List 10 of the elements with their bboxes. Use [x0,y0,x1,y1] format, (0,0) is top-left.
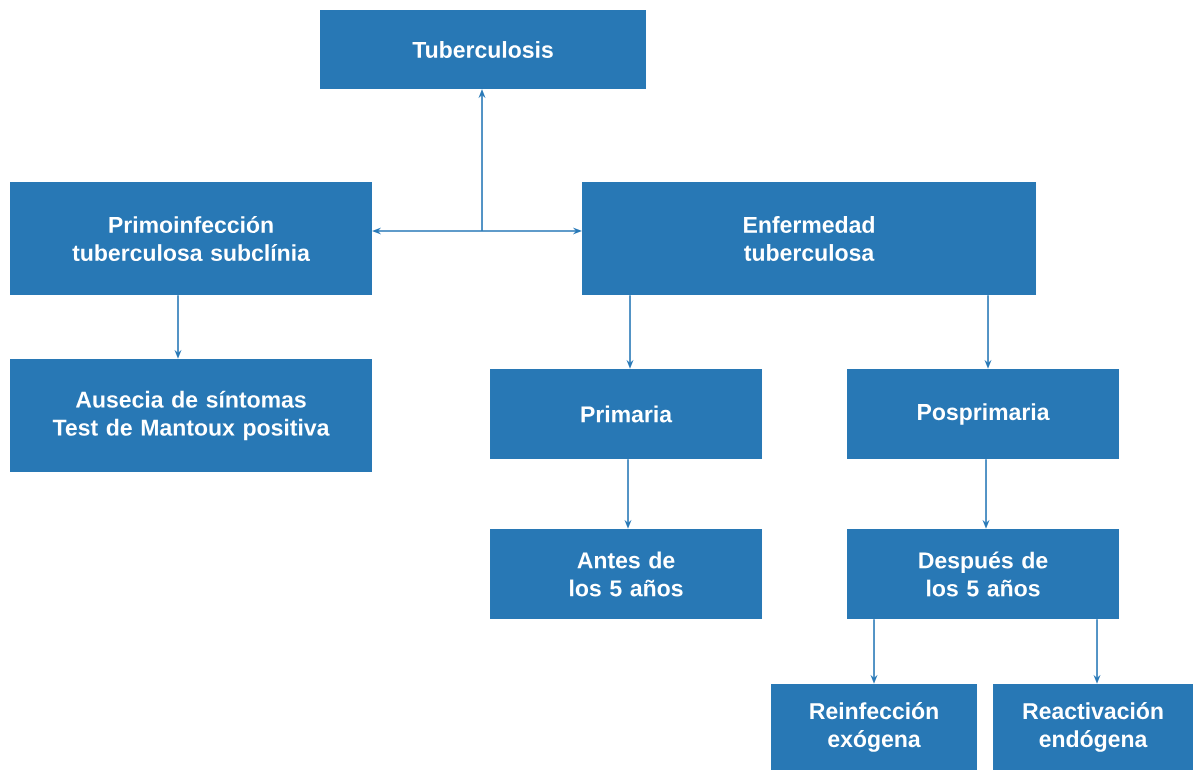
process-box: Antes de los 5 años [490,529,762,619]
process-box: Tuberculosis [320,10,646,89]
process-box: Enfermedad tuberculosa [582,182,1036,295]
process-box: Reactivación endógena [993,684,1193,770]
process-box: Ausecia de síntomas Test de Mantoux positiva [10,359,372,472]
process-box: Primoinfección tuberculosa subclínia [10,182,372,295]
process-box: Reinfección exógena [771,684,977,770]
process-box: Posprimaria [847,369,1119,459]
process-box: Primaria [490,369,762,459]
process-box: Después de los 5 años [847,529,1119,619]
